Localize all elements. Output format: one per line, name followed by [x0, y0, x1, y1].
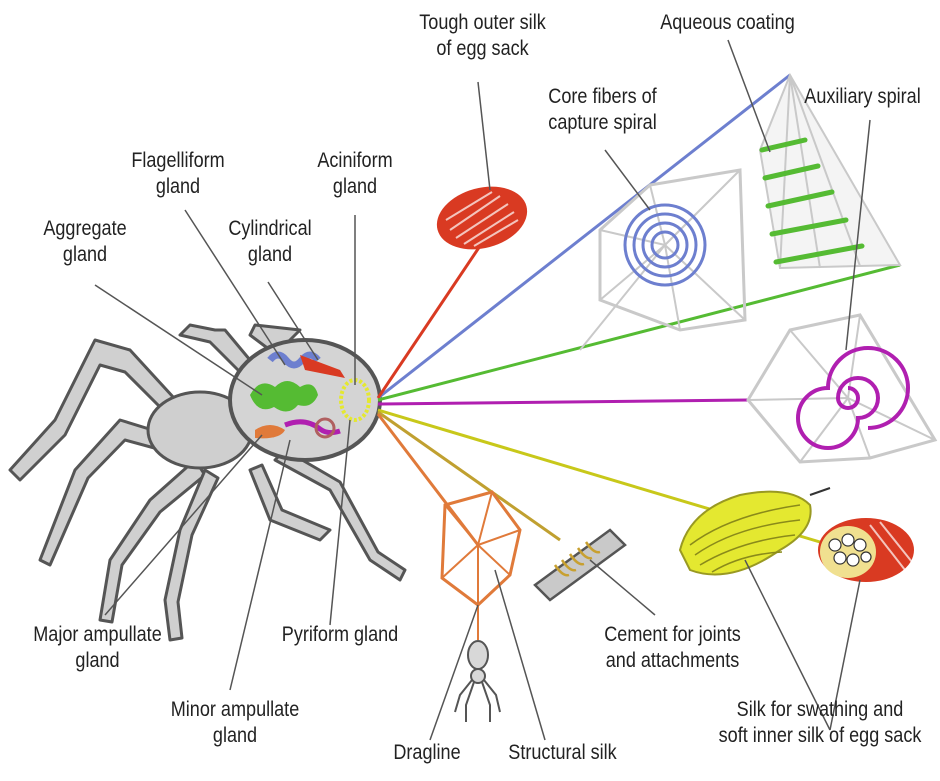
- egg-sack-outer: [430, 177, 534, 259]
- hanging-spider: [455, 641, 500, 722]
- capture-spiral-web: [580, 170, 745, 350]
- label-structural-silk: Structural silk: [487, 740, 638, 766]
- label-aqueous-coating: Aqueous coating: [648, 10, 807, 36]
- line-green: [378, 265, 900, 400]
- swathing-bundle: [680, 488, 830, 575]
- label-dragline: Dragline: [380, 740, 475, 766]
- label-pyriform-gland: Pyriform gland: [267, 622, 413, 648]
- cement-stick: [535, 530, 625, 600]
- egg-sack-inner: [818, 518, 914, 582]
- label-auxiliary-spiral: Auxiliary spiral: [792, 84, 934, 110]
- line-purple: [378, 400, 748, 404]
- line-olive: [378, 412, 560, 540]
- spider-illustration: [10, 325, 405, 640]
- line-red: [378, 243, 482, 398]
- spider-leg: [10, 340, 218, 640]
- auxiliary-spiral-web: [748, 315, 935, 462]
